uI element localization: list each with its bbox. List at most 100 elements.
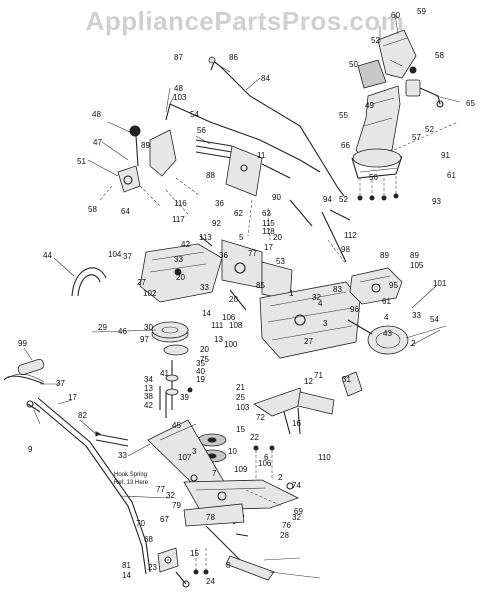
callout: 55 <box>339 111 348 120</box>
shift-bracket-assembly <box>225 145 351 265</box>
callout: 58 <box>435 51 444 60</box>
callout: 105 <box>410 261 424 270</box>
watermark: AppliancePartsPros.com <box>85 6 405 36</box>
callout: 38 <box>144 392 153 401</box>
callout: 30 <box>144 323 153 332</box>
callout: 52 <box>425 125 434 134</box>
callout: 12 <box>304 377 313 386</box>
callout: 106 <box>222 313 236 322</box>
friction-wheel-bracket <box>221 239 293 311</box>
callout: 100 <box>224 340 238 349</box>
callout: 95 <box>389 281 398 290</box>
callout: 98 <box>341 245 350 254</box>
callout: 57 <box>412 133 421 142</box>
callout: 42 <box>181 240 190 249</box>
callout: 90 <box>272 193 281 202</box>
handle-lock-bracket <box>157 547 190 588</box>
callout: 9 <box>28 445 33 454</box>
callout: 85 <box>256 281 265 290</box>
callout: 32 <box>166 491 175 500</box>
spacer-99 <box>341 371 363 397</box>
callout: 39 <box>180 393 189 402</box>
callout: 14 <box>202 309 211 318</box>
callout: 60 <box>391 11 400 20</box>
callout: 53 <box>276 257 285 266</box>
callout: 14 <box>122 571 131 580</box>
chute-deflector <box>357 29 417 89</box>
callout: 118 <box>262 227 275 236</box>
callout: 27 <box>304 337 313 346</box>
shift-rod-long <box>165 103 321 173</box>
callout: 88 <box>206 171 215 180</box>
callout: 116 <box>174 199 187 208</box>
callout: 70 <box>136 519 145 528</box>
callout: 17 <box>264 243 273 252</box>
callout: 33 <box>200 283 209 292</box>
callout: 109 <box>234 465 248 474</box>
callout: 42 <box>144 401 153 410</box>
callout: 112 <box>344 231 357 240</box>
control-cable <box>3 373 45 385</box>
callout: 25 <box>236 393 245 402</box>
spring-pair-103 <box>195 139 233 159</box>
callout: 101 <box>433 279 447 288</box>
callout: 50 <box>349 60 358 69</box>
callout: 22 <box>250 433 259 442</box>
callout: 16 <box>292 419 301 428</box>
callout: 20 <box>200 345 209 354</box>
callout: 83 <box>333 285 342 294</box>
frame-rail-right <box>253 387 335 435</box>
callout: 87 <box>174 53 183 62</box>
callout: 34 <box>144 375 153 384</box>
callout: 74 <box>292 481 301 490</box>
callout: 89 <box>380 251 389 260</box>
callout: 35 <box>196 359 205 368</box>
callout: 94 <box>323 195 332 204</box>
callout: 48 <box>174 84 183 93</box>
callout: 104 <box>108 250 122 259</box>
callout: 29 <box>98 323 107 332</box>
callout: 106 <box>258 459 272 468</box>
callout: 24 <box>206 577 215 586</box>
callout: 68 <box>144 535 153 544</box>
callout: 41 <box>160 369 169 378</box>
callout: 103 <box>173 93 187 102</box>
callout: 33 <box>412 311 421 320</box>
callout: 115 <box>262 219 275 228</box>
callout: 15 <box>190 549 199 558</box>
bottom-plate <box>183 445 300 511</box>
callout: 61 <box>447 171 456 180</box>
callout: 33 <box>118 451 127 460</box>
callout: 1 <box>289 289 294 298</box>
callout: 2 <box>411 339 416 348</box>
callout: 44 <box>43 251 52 260</box>
callout: 79 <box>172 501 181 510</box>
callout: 4 <box>384 313 389 322</box>
callout: 52 <box>371 36 380 45</box>
callout: 75 <box>200 355 209 364</box>
callout: 32 <box>312 293 321 302</box>
chute-control-bracket <box>405 66 444 108</box>
drive-pulley <box>151 321 189 356</box>
callout: 91 <box>441 151 450 160</box>
callout: 54 <box>430 315 439 324</box>
drive-housing <box>259 281 361 359</box>
callout: 40 <box>196 367 205 376</box>
callout: 21 <box>236 383 245 392</box>
callout: 46 <box>118 327 127 336</box>
note-line-2: Ref. 13 Here <box>114 480 149 486</box>
callout: 56 <box>197 126 206 135</box>
callout: 89 <box>410 251 419 260</box>
callout: 3 <box>192 447 197 456</box>
callout: 3 <box>323 319 328 328</box>
callout: 13 <box>144 384 153 393</box>
callout: 8 <box>226 561 231 570</box>
callout: 76 <box>282 521 291 530</box>
callout: 5 <box>239 233 244 242</box>
callout: 48 <box>92 110 101 119</box>
callout: 58 <box>88 205 97 214</box>
callout: 43 <box>383 329 392 338</box>
callout: 28 <box>280 531 289 540</box>
callout: 6 <box>264 453 269 462</box>
